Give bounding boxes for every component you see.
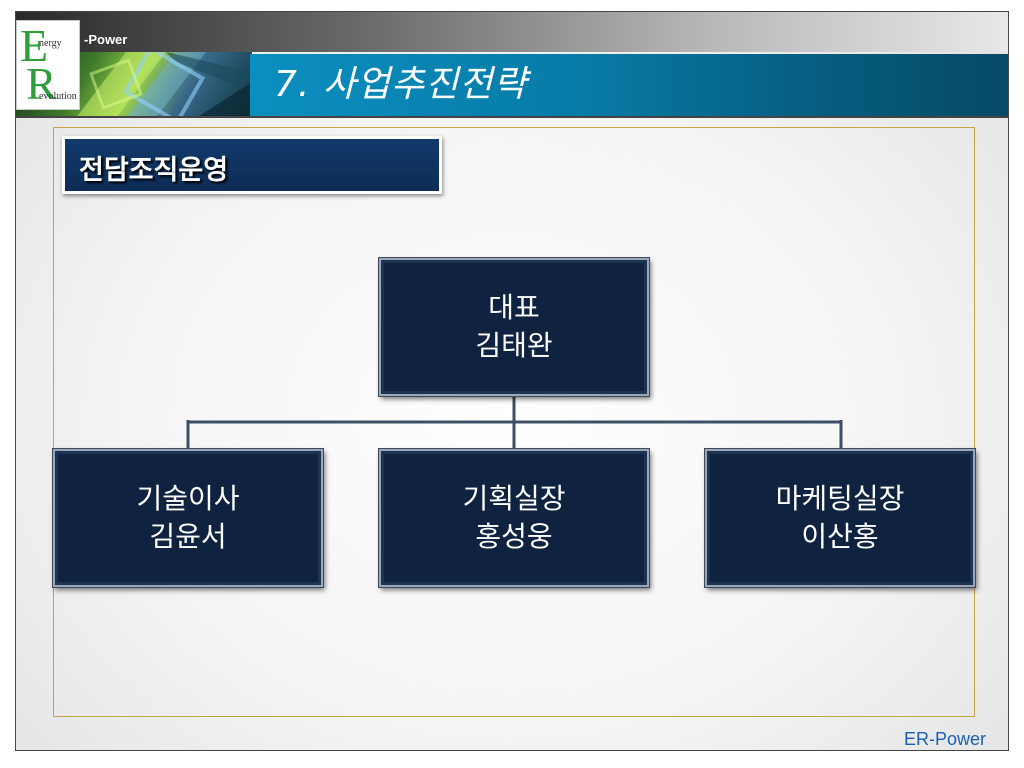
content-frame [53, 127, 975, 717]
logo-letter-r: R [26, 58, 57, 109]
org-node-planning-head-name: 홍성웅 [475, 520, 553, 553]
org-node-marketing-head-role: 마케팅실장 [775, 482, 905, 515]
slide-title: 7. 사업추진전략 [274, 64, 528, 105]
org-node-ceo-role: 대표 [488, 291, 540, 324]
logo-letter-e: E [20, 20, 49, 71]
top-gradient-bar [16, 12, 1008, 52]
org-node-ceo: 대표 김태완 [378, 257, 650, 397]
header-divider [16, 116, 1008, 118]
brand-text: -Power [84, 32, 128, 47]
slide: E nergy R evolution -Power 7. 사업추진전략 전담조… [15, 11, 1009, 751]
org-node-planning-head-role: 기획실장 [462, 482, 566, 515]
logo-word-nergy: nergy [39, 38, 62, 49]
org-node-marketing-head: 마케팅실장 이산홍 [704, 448, 976, 588]
org-node-tech-director-role: 기술이사 [136, 482, 240, 515]
section-label-text: 전담조직운영 [79, 155, 229, 186]
org-node-tech-director: 기술이사 김윤서 [52, 448, 324, 588]
logo-word-evolution: evolution [39, 91, 77, 102]
footer-brand: ER-Power [903, 729, 986, 749]
org-node-ceo-name: 김태완 [475, 329, 553, 362]
org-node-tech-director-name: 김윤서 [149, 520, 227, 553]
er-logo: E nergy R evolution [16, 20, 80, 110]
section-label: 전담조직운영 [62, 136, 442, 194]
title-bar [250, 54, 1008, 116]
org-node-planning-head: 기획실장 홍성웅 [378, 448, 650, 588]
org-node-marketing-head-name: 이산홍 [801, 520, 879, 553]
banner-artwork [76, 52, 252, 118]
